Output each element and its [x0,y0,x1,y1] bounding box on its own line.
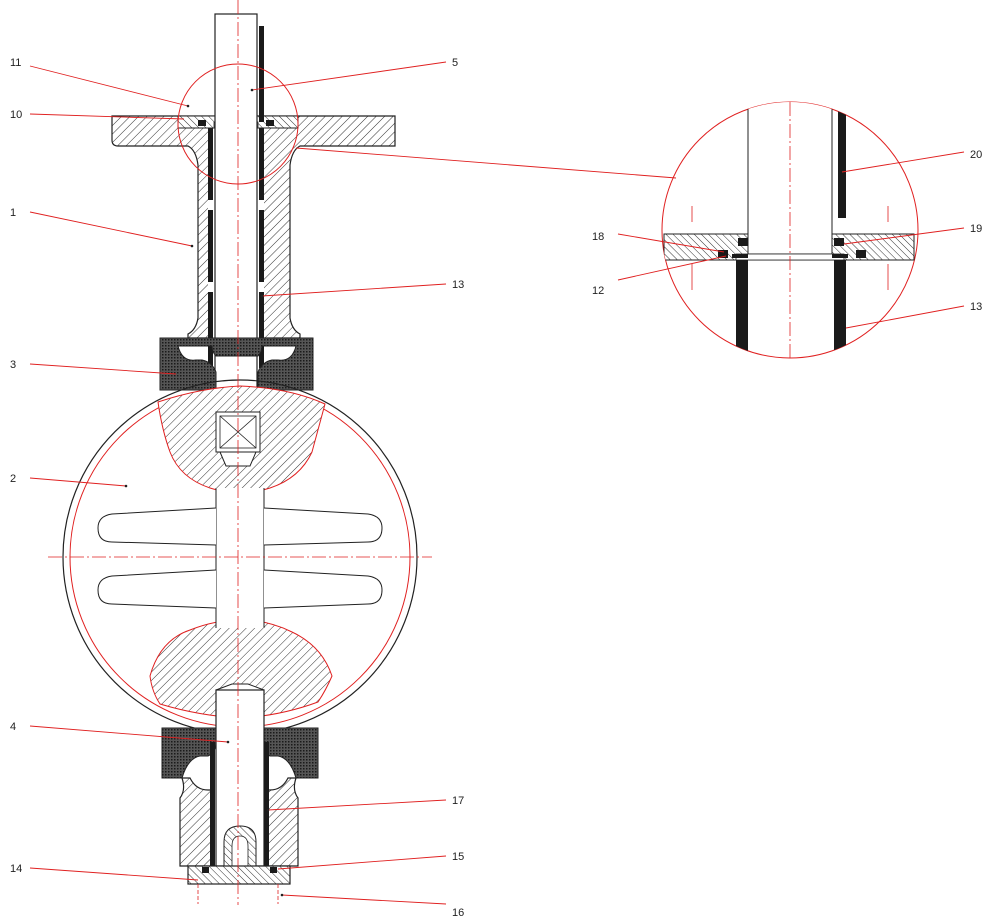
detail-view [661,101,919,359]
part-labels: 11 10 5 1 13 3 2 4 17 15 14 16 18 12 20 … [10,57,982,919]
label-1: 1 [10,207,16,219]
label-19: 19 [970,223,982,235]
label-2: 2 [10,473,16,485]
label-13-detail: 13 [970,301,982,313]
detail-bushing-left [736,260,748,358]
upper-seat-ring [159,337,314,391]
label-10: 10 [10,109,22,121]
detail-callout-circle [177,63,299,185]
label-11: 11 [10,57,21,69]
upper-bushing-right [259,128,264,368]
main-view [48,0,432,905]
label-17: 17 [452,795,464,807]
label-12: 12 [592,285,604,297]
stem-key [259,26,264,122]
label-5: 5 [452,57,458,69]
label-14: 14 [10,863,22,875]
detail-bushing-right [834,260,846,358]
label-16: 16 [452,907,464,919]
label-13: 13 [452,279,464,291]
bottom-end-cap [187,865,291,885]
label-20: 20 [970,149,982,161]
leader-lines [29,61,965,905]
label-15: 15 [452,851,464,863]
disc-hub-lower [149,619,333,719]
label-18: 18 [592,231,604,243]
detail-connection-line [295,147,677,179]
rib-right-lower [263,569,383,609]
upper-bushing-left [208,128,213,368]
rib-right-upper [263,507,383,546]
label-4: 4 [10,721,16,733]
rib-left-upper [97,507,217,546]
rib-left-lower [97,569,217,609]
label-3: 3 [10,359,16,371]
